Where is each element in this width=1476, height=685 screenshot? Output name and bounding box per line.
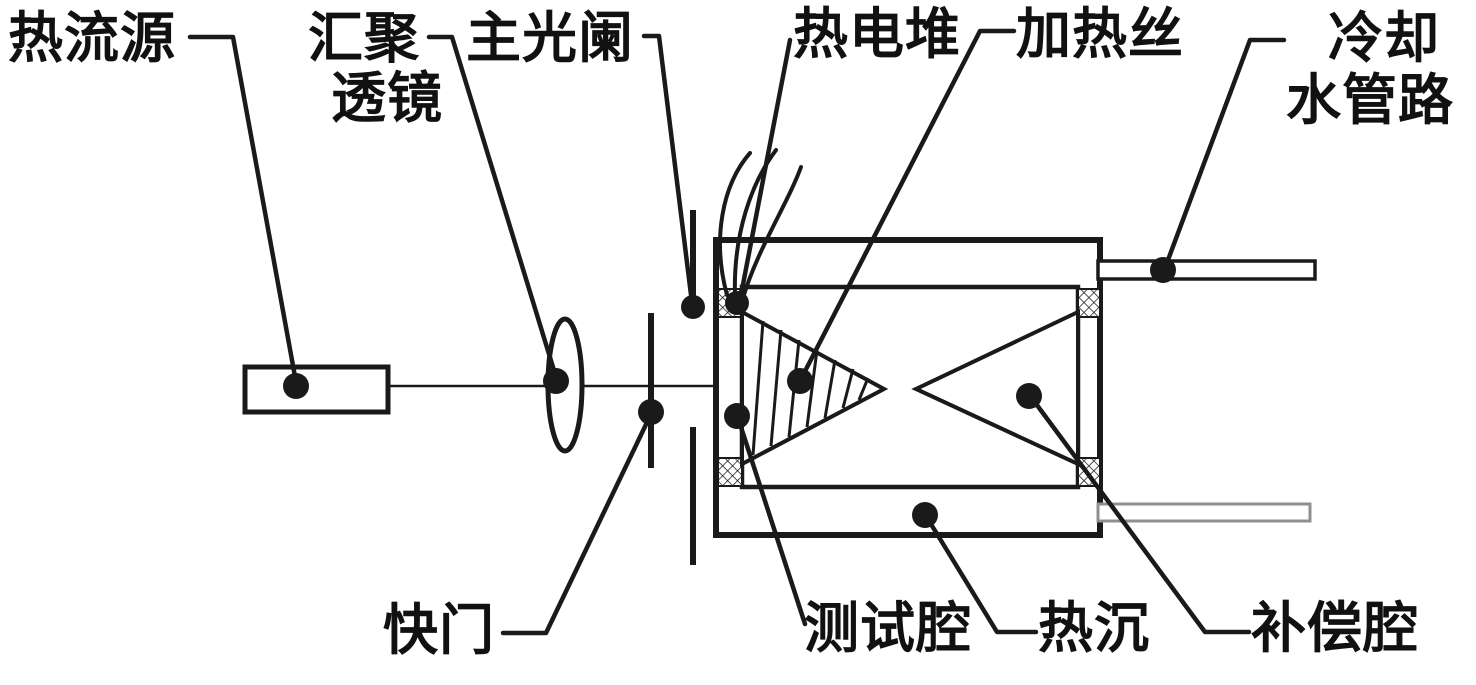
label-cooling-water-line1: 冷却 [1328,5,1441,70]
insulation-hatch-bottom-left [717,457,743,487]
label-cooling-water-line2: 水管路 [1286,67,1455,132]
cooling-pipe-bottom [1096,502,1312,523]
leader-shutter [500,411,654,636]
marker-heat-flow-source [283,373,309,399]
label-compensation-chamber: 补偿腔 [1251,595,1420,660]
label-heat-sink: 热沉 [1038,595,1151,660]
leader-thermopile [737,37,793,303]
leader-cooling-water [1162,37,1287,271]
leader-compensation-chamber [1028,394,1252,635]
marker-test-chamber [724,403,750,429]
marker-shutter [638,399,664,425]
marker-heating-wire [787,368,813,394]
marker-heat-sink [912,502,938,528]
label-shutter: 快门 [383,597,496,662]
marker-dots [283,257,1176,528]
marker-thermopile [725,291,749,315]
label-thermopile: 热电堆 [793,1,962,66]
leader-converging-lens [426,34,559,380]
label-heating-wire: 加热丝 [1016,1,1185,66]
leader-heat-flow-source [187,34,299,385]
label-heat-flow-source: 热流源 [8,5,177,70]
label-test-chamber: 测试腔 [804,595,973,660]
leader-main-aperture [641,33,695,306]
label-converging-lens-line2: 透镜 [331,65,444,130]
label-converging-lens-line1: 汇聚 [308,5,421,70]
marker-main-aperture [681,295,705,319]
leader-test-chamber [735,415,808,627]
marker-compensation-chamber [1016,383,1042,409]
heating-wire-winding [751,320,870,456]
cooling-pipe-top [1096,259,1317,281]
label-main-aperture: 主光阑 [466,5,635,70]
marker-converging-lens [543,368,569,394]
leader-heating-wire [798,28,1017,382]
compensation-cone [911,308,1080,468]
heat-source-box [242,364,391,415]
insulation-hatch-top-right [1077,288,1101,318]
marker-cooling-water [1150,257,1176,283]
leader-heat-sink [923,513,1039,635]
